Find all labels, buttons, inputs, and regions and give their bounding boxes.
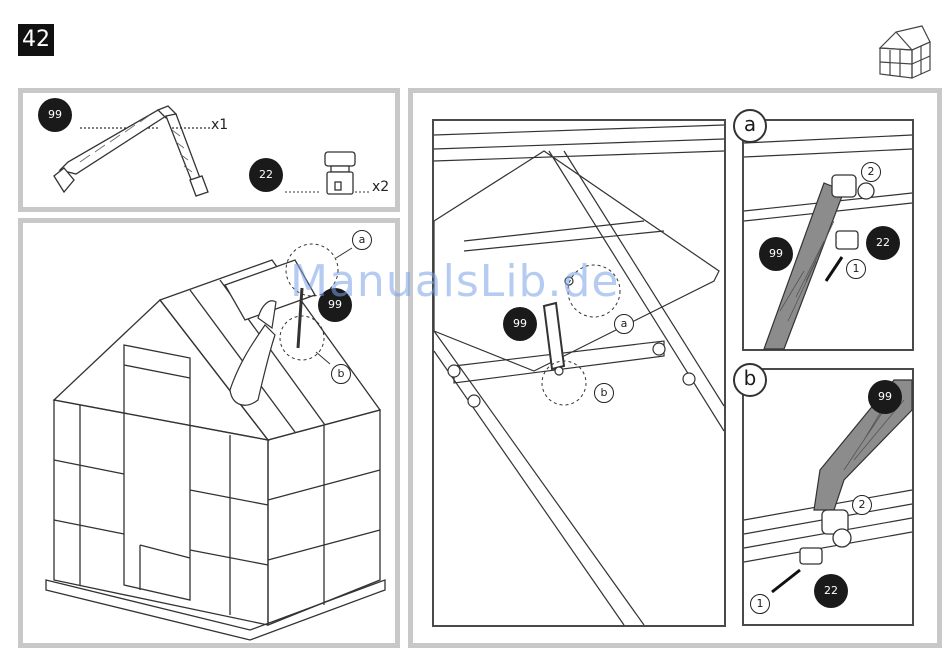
detail-a-step-2: 2	[861, 162, 881, 182]
greenhouse-icon	[872, 20, 934, 80]
roof-vent-detail-illustration	[434, 121, 724, 625]
overview-callout-b: b	[331, 364, 351, 384]
overview-callout-a: a	[352, 230, 372, 250]
step-number: 42	[18, 24, 54, 56]
detail-b-letter: b	[733, 363, 767, 397]
knob-illustration	[285, 150, 375, 200]
arm-quantity: x1	[211, 117, 228, 133]
detail-a-letter: a	[733, 109, 767, 143]
detail-a-step-1: 1	[846, 259, 866, 279]
detail-callout-b: b	[594, 383, 614, 403]
opener-arm-illustration	[50, 100, 220, 200]
detail-b-step-2: 2	[852, 495, 872, 515]
detail-a-knob-badge: 22	[866, 226, 900, 260]
detail-part-badge: 99	[503, 307, 537, 341]
detail-b-step-1: 1	[750, 594, 770, 614]
detail-b-knob-badge: 22	[814, 574, 848, 608]
detail-a-arm-badge: 99	[759, 237, 793, 271]
part-badge-knob: 22	[249, 158, 283, 192]
detail-b-arm-badge: 99	[868, 380, 902, 414]
detail-callout-a: a	[614, 314, 634, 334]
watermark-text: ManualsLib.de	[290, 256, 619, 307]
knob-quantity: x2	[372, 179, 389, 195]
